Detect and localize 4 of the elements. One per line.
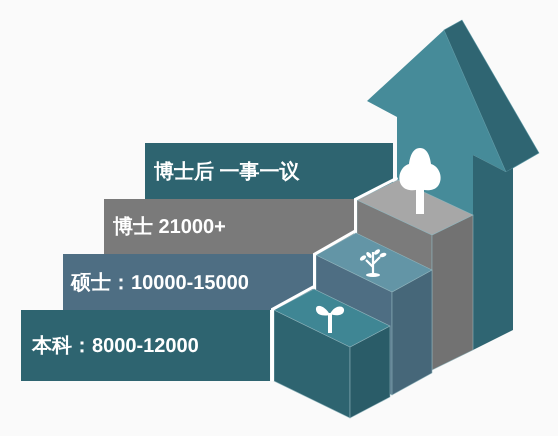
- text-band: 博士后 一事一议: [145, 143, 393, 199]
- text-band: 博士 21000+: [104, 199, 357, 254]
- text-band: 硕士：10000-15000: [63, 254, 316, 310]
- text-band: 本科：8000-12000: [21, 310, 270, 381]
